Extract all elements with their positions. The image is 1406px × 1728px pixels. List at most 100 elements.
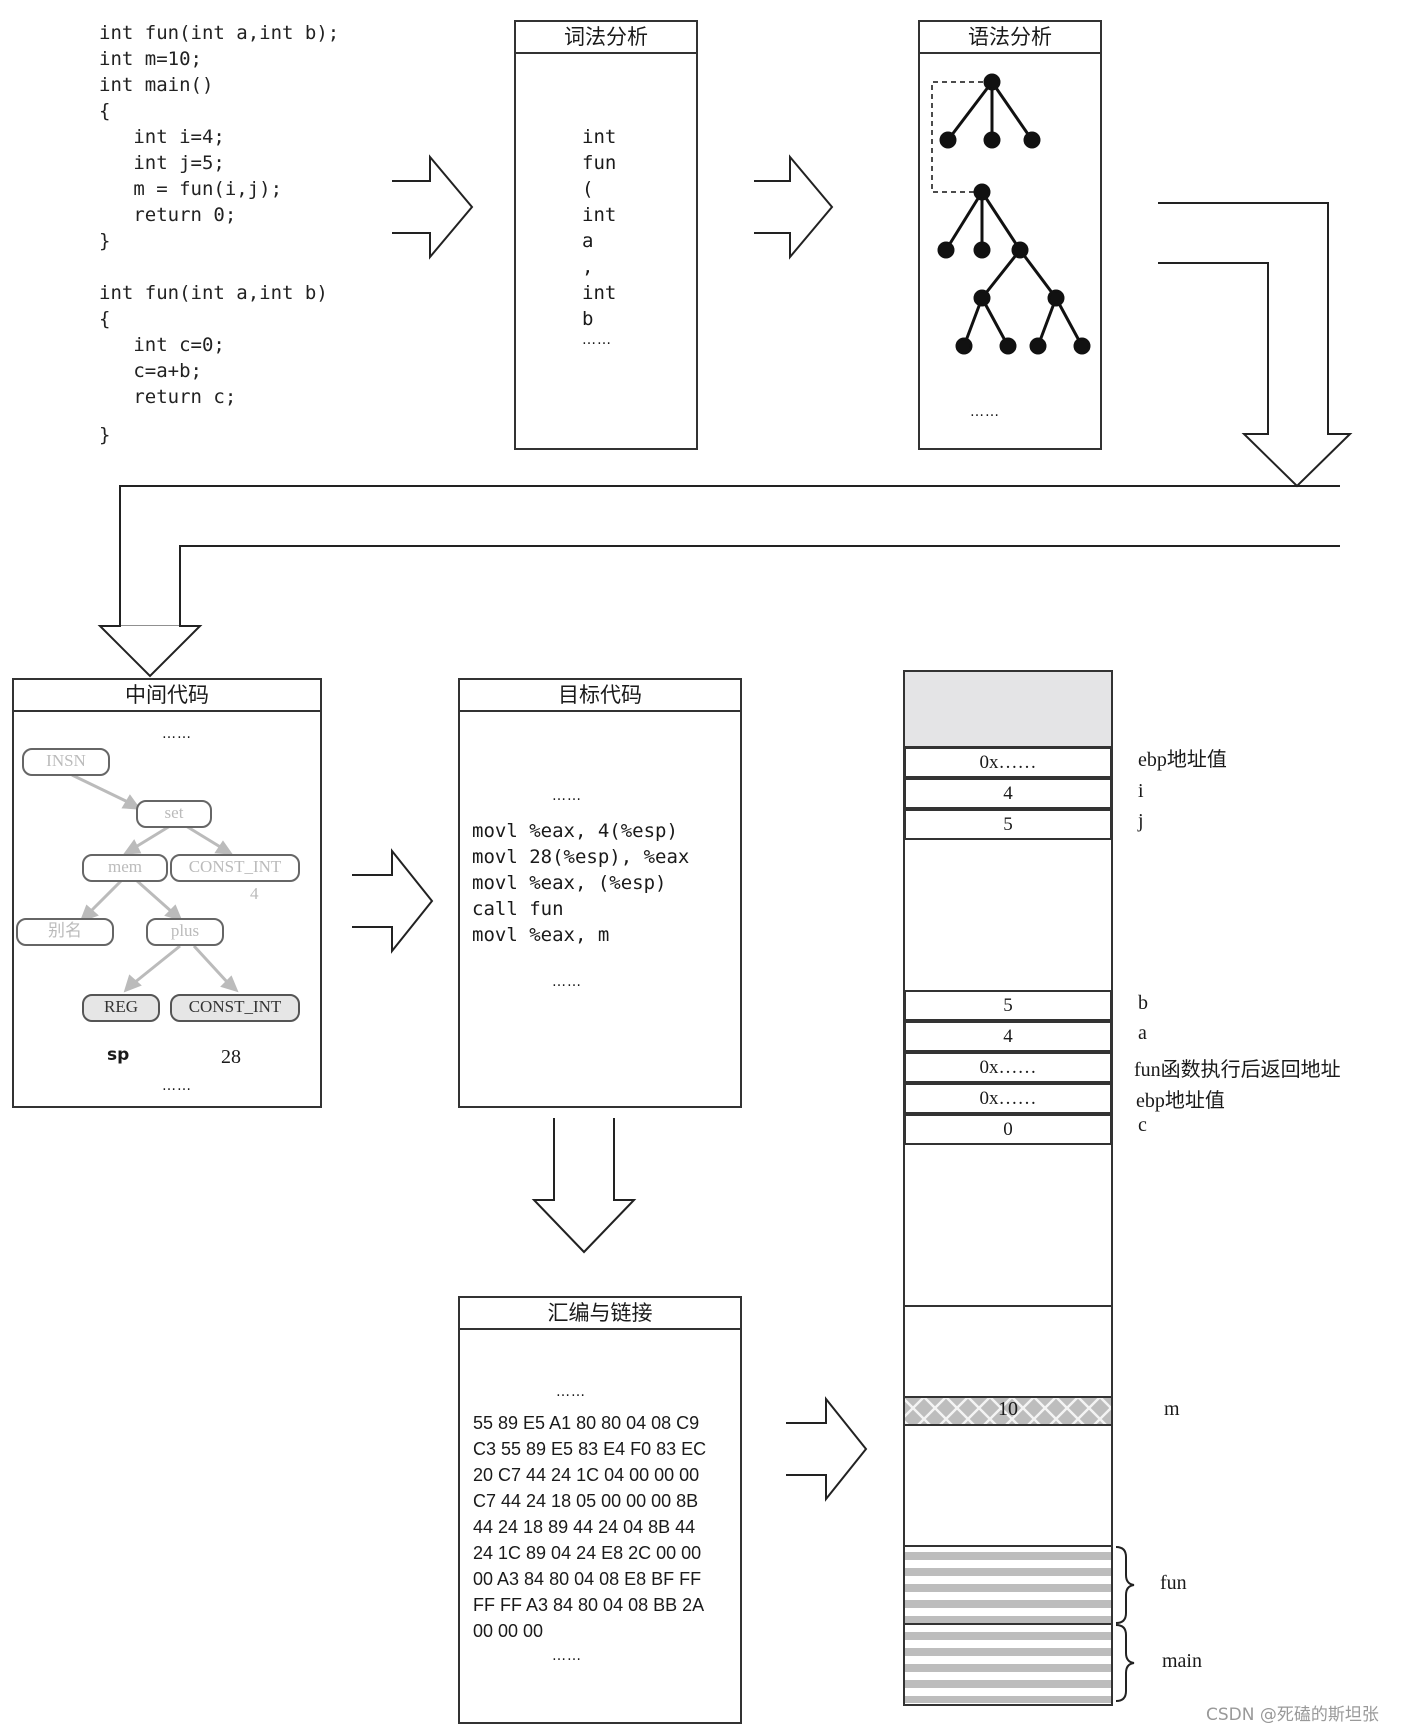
code-line: } <box>99 230 111 252</box>
target-line: movl %eax, (%esp) <box>472 872 667 894</box>
code-line: return c; <box>99 386 237 408</box>
token-ellipsis: …… <box>582 332 612 348</box>
asm-title: 汇编与链接 <box>460 1298 740 1330</box>
arrow-ir-to-target <box>352 848 434 954</box>
arrow-asm-to-memory <box>786 1396 868 1502</box>
code-line: int m=10; <box>99 48 202 70</box>
lexical-analysis-box: 词法分析 int fun ( int a , int b …… <box>514 20 698 450</box>
code-segment-fun-label: fun <box>1160 1572 1187 1594</box>
token: a <box>582 230 594 252</box>
code-line: int fun(int a,int b) <box>99 282 328 304</box>
ir-node-mem: mem <box>82 854 168 882</box>
code-segment-fun <box>905 1547 1111 1623</box>
ir-const-value: 4 <box>250 884 259 903</box>
target-line: movl %eax, m <box>472 924 610 946</box>
machine-code-line: 00 A3 84 80 04 08 E8 BF FF <box>473 1569 702 1589</box>
stack-label: i <box>1138 780 1144 802</box>
target-title: 目标代码 <box>460 680 740 712</box>
code-line: c=a+b; <box>99 360 202 382</box>
token: int <box>582 204 617 226</box>
ir-tree-edges <box>71 773 239 993</box>
watermark: CSDN @死磕的斯坦张 <box>1206 1705 1379 1725</box>
target-line: movl %eax, 4(%esp) <box>472 820 678 842</box>
token: fun <box>582 152 617 174</box>
machine-code-line: 24 1C 89 04 24 E8 2C 00 00 <box>473 1543 702 1563</box>
token: b <box>582 308 594 330</box>
ir-ellipsis-top: …… <box>162 726 192 742</box>
asm-ellipsis-bottom: …… <box>552 1648 582 1664</box>
stack-cell-c: 0 <box>904 1114 1112 1145</box>
ir-node-set: set <box>136 800 212 828</box>
syntax-tree <box>931 73 1091 355</box>
lexical-title: 词法分析 <box>516 22 696 54</box>
syntax-title: 语法分析 <box>920 22 1100 54</box>
machine-code-line: FF FF A3 84 80 04 08 BB 2A <box>473 1595 705 1615</box>
ir-node-const-int-bottom: CONST_INT <box>170 994 300 1022</box>
code-line: m = fun(i,j); <box>99 178 283 200</box>
token: int <box>582 126 617 148</box>
code-line: int c=0; <box>99 334 225 356</box>
stack-cell-j: 5 <box>904 809 1112 840</box>
code-line: } <box>99 424 111 446</box>
stack-cell-i: 4 <box>904 778 1112 809</box>
target-code-box: 目标代码 …… movl %eax, 4(%esp) movl 28(%esp)… <box>458 678 742 1108</box>
target-line: movl 28(%esp), %eax <box>472 846 690 868</box>
stack-top-region <box>905 672 1111 747</box>
stack-cell-main-ebp: 0x…… <box>904 747 1112 778</box>
ir-sp-label: sp <box>107 1045 130 1065</box>
ir-node-insn: INSN <box>22 748 110 776</box>
stack-cell-fun-ebp: 0x…… <box>904 1083 1112 1114</box>
stack-label: ebp地址值 <box>1138 749 1227 771</box>
ir-node-const-int-top: CONST_INT <box>170 854 300 882</box>
global-m-label: m <box>1164 1398 1180 1420</box>
stack-label: fun函数执行后返回地址 <box>1134 1059 1341 1081</box>
machine-code-line: C7 44 24 18 05 00 00 00 8B <box>473 1491 699 1511</box>
target-line: call fun <box>472 898 564 920</box>
brace-main <box>1115 1624 1135 1702</box>
code-line: int j=5; <box>99 152 225 174</box>
code-line: int main() <box>99 74 214 96</box>
code-segment-main-label: main <box>1162 1650 1202 1672</box>
asm-link-box: 汇编与链接 …… 55 89 E5 A1 80 80 04 08 C9 C3 5… <box>458 1296 742 1724</box>
syntax-analysis-box: 语法分析 …… <box>918 20 1102 450</box>
machine-code-line: 20 C7 44 24 1C 04 00 00 00 <box>473 1465 700 1485</box>
ir-ellipsis-bottom: …… <box>162 1078 192 1094</box>
arrow-target-to-asm <box>531 1118 637 1254</box>
code-segment-main <box>905 1625 1111 1703</box>
stack-cell-return-address: 0x…… <box>904 1052 1112 1083</box>
stack-label: j <box>1138 810 1144 832</box>
token: ( <box>582 178 594 200</box>
code-line: { <box>99 308 111 330</box>
stack-cell-b: 5 <box>904 990 1112 1021</box>
stack-label: ebp地址值 <box>1136 1090 1225 1112</box>
code-line: int i=4; <box>99 126 225 148</box>
intermediate-code-box: 中间代码 …… …… <box>12 678 322 1108</box>
ir-node-alias: 别名 <box>16 918 114 946</box>
global-m-value: 10 <box>998 1398 1018 1420</box>
syntax-ellipsis: …… <box>970 404 1000 420</box>
arrow-code-to-lexical <box>392 154 474 260</box>
code-line: int fun(int a,int b); <box>99 22 340 44</box>
asm-ellipsis-top: …… <box>556 1384 586 1400</box>
arrow-lexical-to-syntax <box>754 154 834 260</box>
machine-code-line: 44 24 18 89 44 24 04 8B 44 <box>473 1517 696 1537</box>
ir-node-plus: plus <box>146 918 224 946</box>
ir-sp-value: 28 <box>221 1046 241 1068</box>
code-line: return 0; <box>99 204 237 226</box>
ir-node-reg: REG <box>82 994 160 1022</box>
global-m-cell-pattern <box>905 1397 1111 1425</box>
token: int <box>582 282 617 304</box>
stack-label: b <box>1138 992 1148 1014</box>
machine-code-line: 00 00 00 <box>473 1621 544 1641</box>
stack-cell-a: 4 <box>904 1021 1112 1052</box>
machine-code-line: C3 55 89 E5 83 E4 F0 83 EC <box>473 1439 707 1459</box>
stack-label: c <box>1138 1114 1147 1136</box>
machine-code-line: 55 89 E5 A1 80 80 04 08 C9 <box>473 1413 700 1433</box>
target-ellipsis-bottom: …… <box>552 974 582 990</box>
target-ellipsis-top: …… <box>552 788 582 804</box>
stack-label: a <box>1138 1022 1147 1044</box>
ir-title: 中间代码 <box>14 680 320 712</box>
route-syntax-to-ir <box>1158 202 1353 488</box>
token: , <box>582 256 594 278</box>
